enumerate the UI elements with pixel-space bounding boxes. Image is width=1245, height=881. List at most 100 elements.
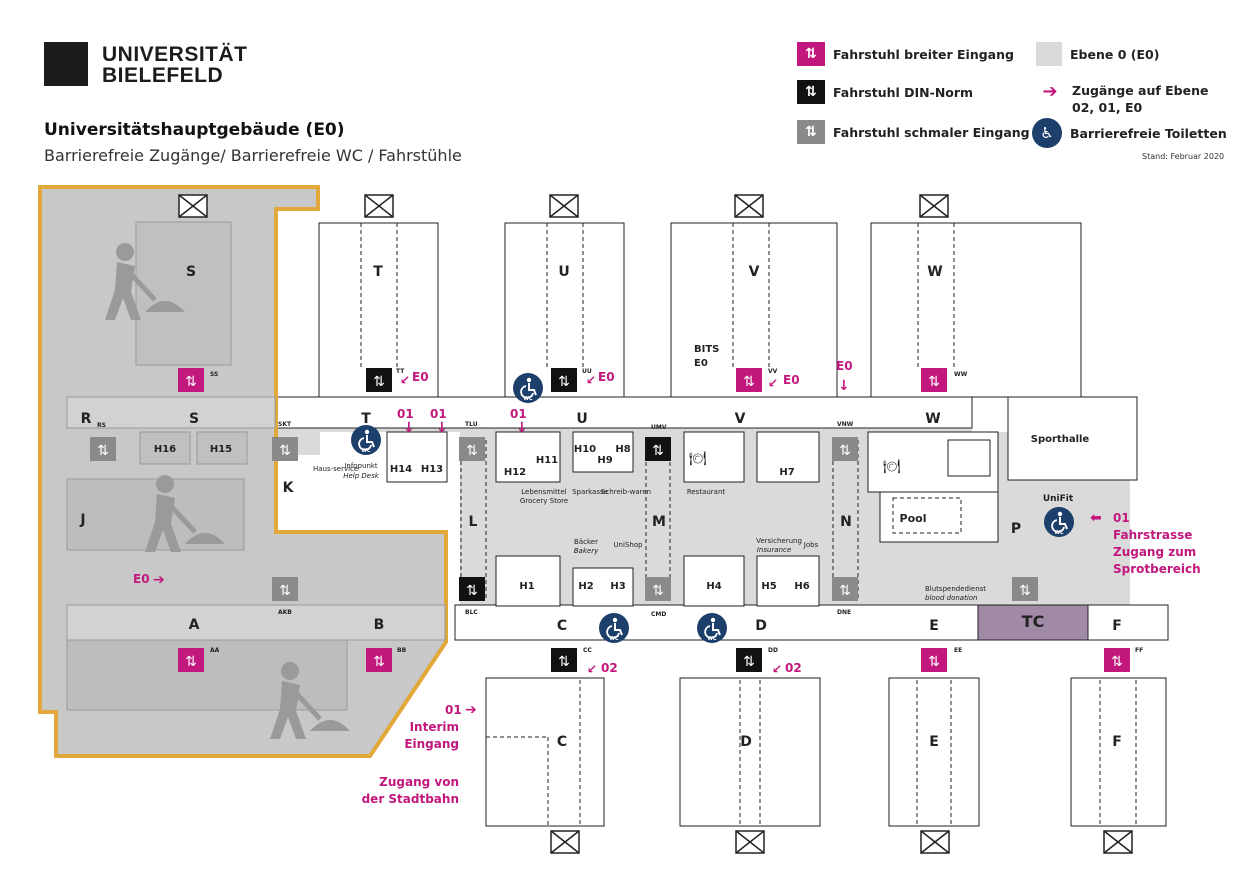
building-label: T (361, 411, 371, 427)
lift-wide-icon: ⇅ (178, 648, 204, 672)
lift-code: TLU (465, 421, 478, 428)
insurance-label: Insurance (757, 546, 791, 554)
lift-wide-icon: ⇅ (921, 368, 947, 392)
room-label: H13 (421, 464, 443, 475)
bits-label: BITS (694, 344, 719, 355)
room-label: H8 (615, 444, 630, 455)
lift-code: AA (210, 647, 220, 654)
legend-lift-narrow-label: Fahrstuhl schmaler Eingang (833, 124, 1030, 140)
lift-code: AKB (278, 609, 292, 616)
access-label: E0 (783, 373, 800, 387)
building-label: J (79, 512, 85, 528)
wheelchair-toilet-icon (598, 612, 630, 644)
lift-din-icon: ⇅ (459, 577, 485, 601)
lift-code: WW (954, 371, 968, 378)
lift-code: UMV (651, 424, 667, 431)
stairwell-icon (178, 194, 208, 218)
access-label: 01 (510, 407, 527, 421)
room-label: H9 (597, 455, 612, 466)
wheelchair-toilet-icon (1043, 506, 1075, 538)
room-label: H3 (610, 581, 625, 592)
jobs-label: Jobs (803, 541, 819, 549)
lift-wide-icon: ⇅ (366, 648, 392, 672)
blood-donation-label: blood donation (925, 594, 977, 602)
access-label: Eingang (404, 737, 459, 751)
lift-din-icon: ⇅ (366, 368, 392, 392)
svg-text:⇅: ⇅ (185, 654, 197, 670)
access-label: 01 (1113, 511, 1130, 525)
lift-code: CC (583, 647, 592, 654)
building-label: C (557, 618, 567, 634)
stairwell-icon (549, 194, 579, 218)
lift-code: SKT (278, 421, 292, 428)
access-label: Zugang zum (1113, 545, 1196, 559)
room-label: H2 (578, 581, 593, 592)
building-label: P (1011, 521, 1021, 537)
stairwell-icon (920, 830, 950, 854)
wheelchair-icon: ♿ (1032, 118, 1062, 148)
lift-narrow-icon: ⇅ (645, 577, 671, 601)
building-label: N (840, 514, 852, 530)
arrow-down-icon: ↓ (838, 378, 850, 394)
building-label: S (189, 411, 199, 427)
building-tc-block (977, 604, 1089, 641)
lift-code: VV (768, 368, 778, 375)
lift-code: FF (1135, 647, 1143, 654)
arrow-down-icon: ↓ (403, 420, 415, 436)
stand-date: Stand: Februar 2020 (1142, 152, 1225, 161)
arrow-left-icon: ⬅ (1090, 510, 1102, 526)
lift-code: EE (954, 647, 962, 654)
building-labels: S R S J K A B T U V W T U V W L M N P C … (79, 264, 1121, 750)
arrow-down-icon: ↓ (436, 420, 448, 436)
svg-text:⇅: ⇅ (652, 443, 664, 459)
svg-text:⇅: ⇅ (558, 654, 570, 670)
university-logo-text: UNIVERSITÄT BIELEFELD (102, 44, 248, 86)
svg-text:⇅: ⇅ (743, 374, 755, 390)
lift-code: CMD (651, 611, 666, 618)
room-label: H12 (504, 467, 526, 478)
room-label: H1 (519, 581, 534, 592)
infopunkt-label: Infopunkt (344, 462, 378, 470)
legend-toilets: ♿ Barrierefreie Toiletten (1032, 118, 1227, 148)
lift-din-icon: ⇅ (797, 80, 825, 104)
building-label: T (373, 264, 383, 280)
hausservice-label: Haus-service (313, 465, 358, 473)
lift-codes: SS RS SKT AKB AA BB TT UU VV WW TLU UMV … (97, 368, 1143, 654)
pool-label: Pool (900, 512, 927, 525)
inner-rooms (386, 431, 999, 607)
access-label: 02 (601, 661, 618, 675)
building-label: W (927, 264, 942, 280)
misc-labels: BITS E0 Sporthalle UniFit Pool Infopunkt… (313, 344, 1089, 602)
lift-narrow-icon: ⇅ (832, 577, 858, 601)
legend-lift-din: ⇅ Fahrstuhl DIN-Norm (797, 80, 973, 104)
lift-wide-icon: ⇅ (736, 368, 762, 392)
room-label: H6 (794, 581, 809, 592)
legend-lift-din-label: Fahrstuhl DIN-Norm (833, 84, 974, 100)
north-buildings (318, 194, 1138, 481)
building-label: C (557, 734, 567, 750)
logo-line-2: BIELEFELD (102, 64, 224, 87)
legend-lift-wide: ⇅ Fahrstuhl breiter Eingang (797, 42, 1014, 66)
arrow-diagonal-icon: ↙ (586, 373, 596, 387)
blutspende-label: Blutspendedienst (925, 585, 986, 593)
grocery-label: Grocery Store (520, 497, 568, 505)
stairwell-icon (550, 830, 580, 854)
level-swatch-icon (1036, 42, 1062, 66)
lifts: ⇅ ⇅ ⇅ ⇅ ⇅ ⇅ ⇅ ⇅ ⇅ ⇅ ⇅ ⇅ ⇅ ⇅ ⇅ ⇅ ⇅ ⇅ ⇅ ⇅ … (90, 368, 1130, 672)
lift-narrow-icon: ⇅ (272, 437, 298, 461)
access-label: Interim (410, 720, 459, 734)
building-label: W (925, 411, 940, 427)
legend-lift-wide-label: Fahrstuhl breiter Eingang (833, 46, 1014, 62)
page-title: Universitätshauptgebäude (E0) (44, 120, 345, 140)
lift-code: RS (97, 422, 106, 429)
building-label: U (558, 264, 569, 280)
legend-level: Ebene 0 (E0) (1036, 42, 1159, 66)
wheelchair-toilet-icon (696, 612, 728, 644)
svg-text:⇅: ⇅ (1111, 654, 1123, 670)
lift-code: SS (210, 371, 218, 378)
access-label: 01 (445, 703, 462, 717)
baecker-label: Bäcker (574, 538, 598, 546)
arrow-down-icon: ↓ (516, 420, 528, 436)
building-label: B (374, 617, 385, 633)
room-labels: H16 H15 H14 H13 H12 H11 H10 H9 H8 H7 H1 … (154, 444, 810, 592)
